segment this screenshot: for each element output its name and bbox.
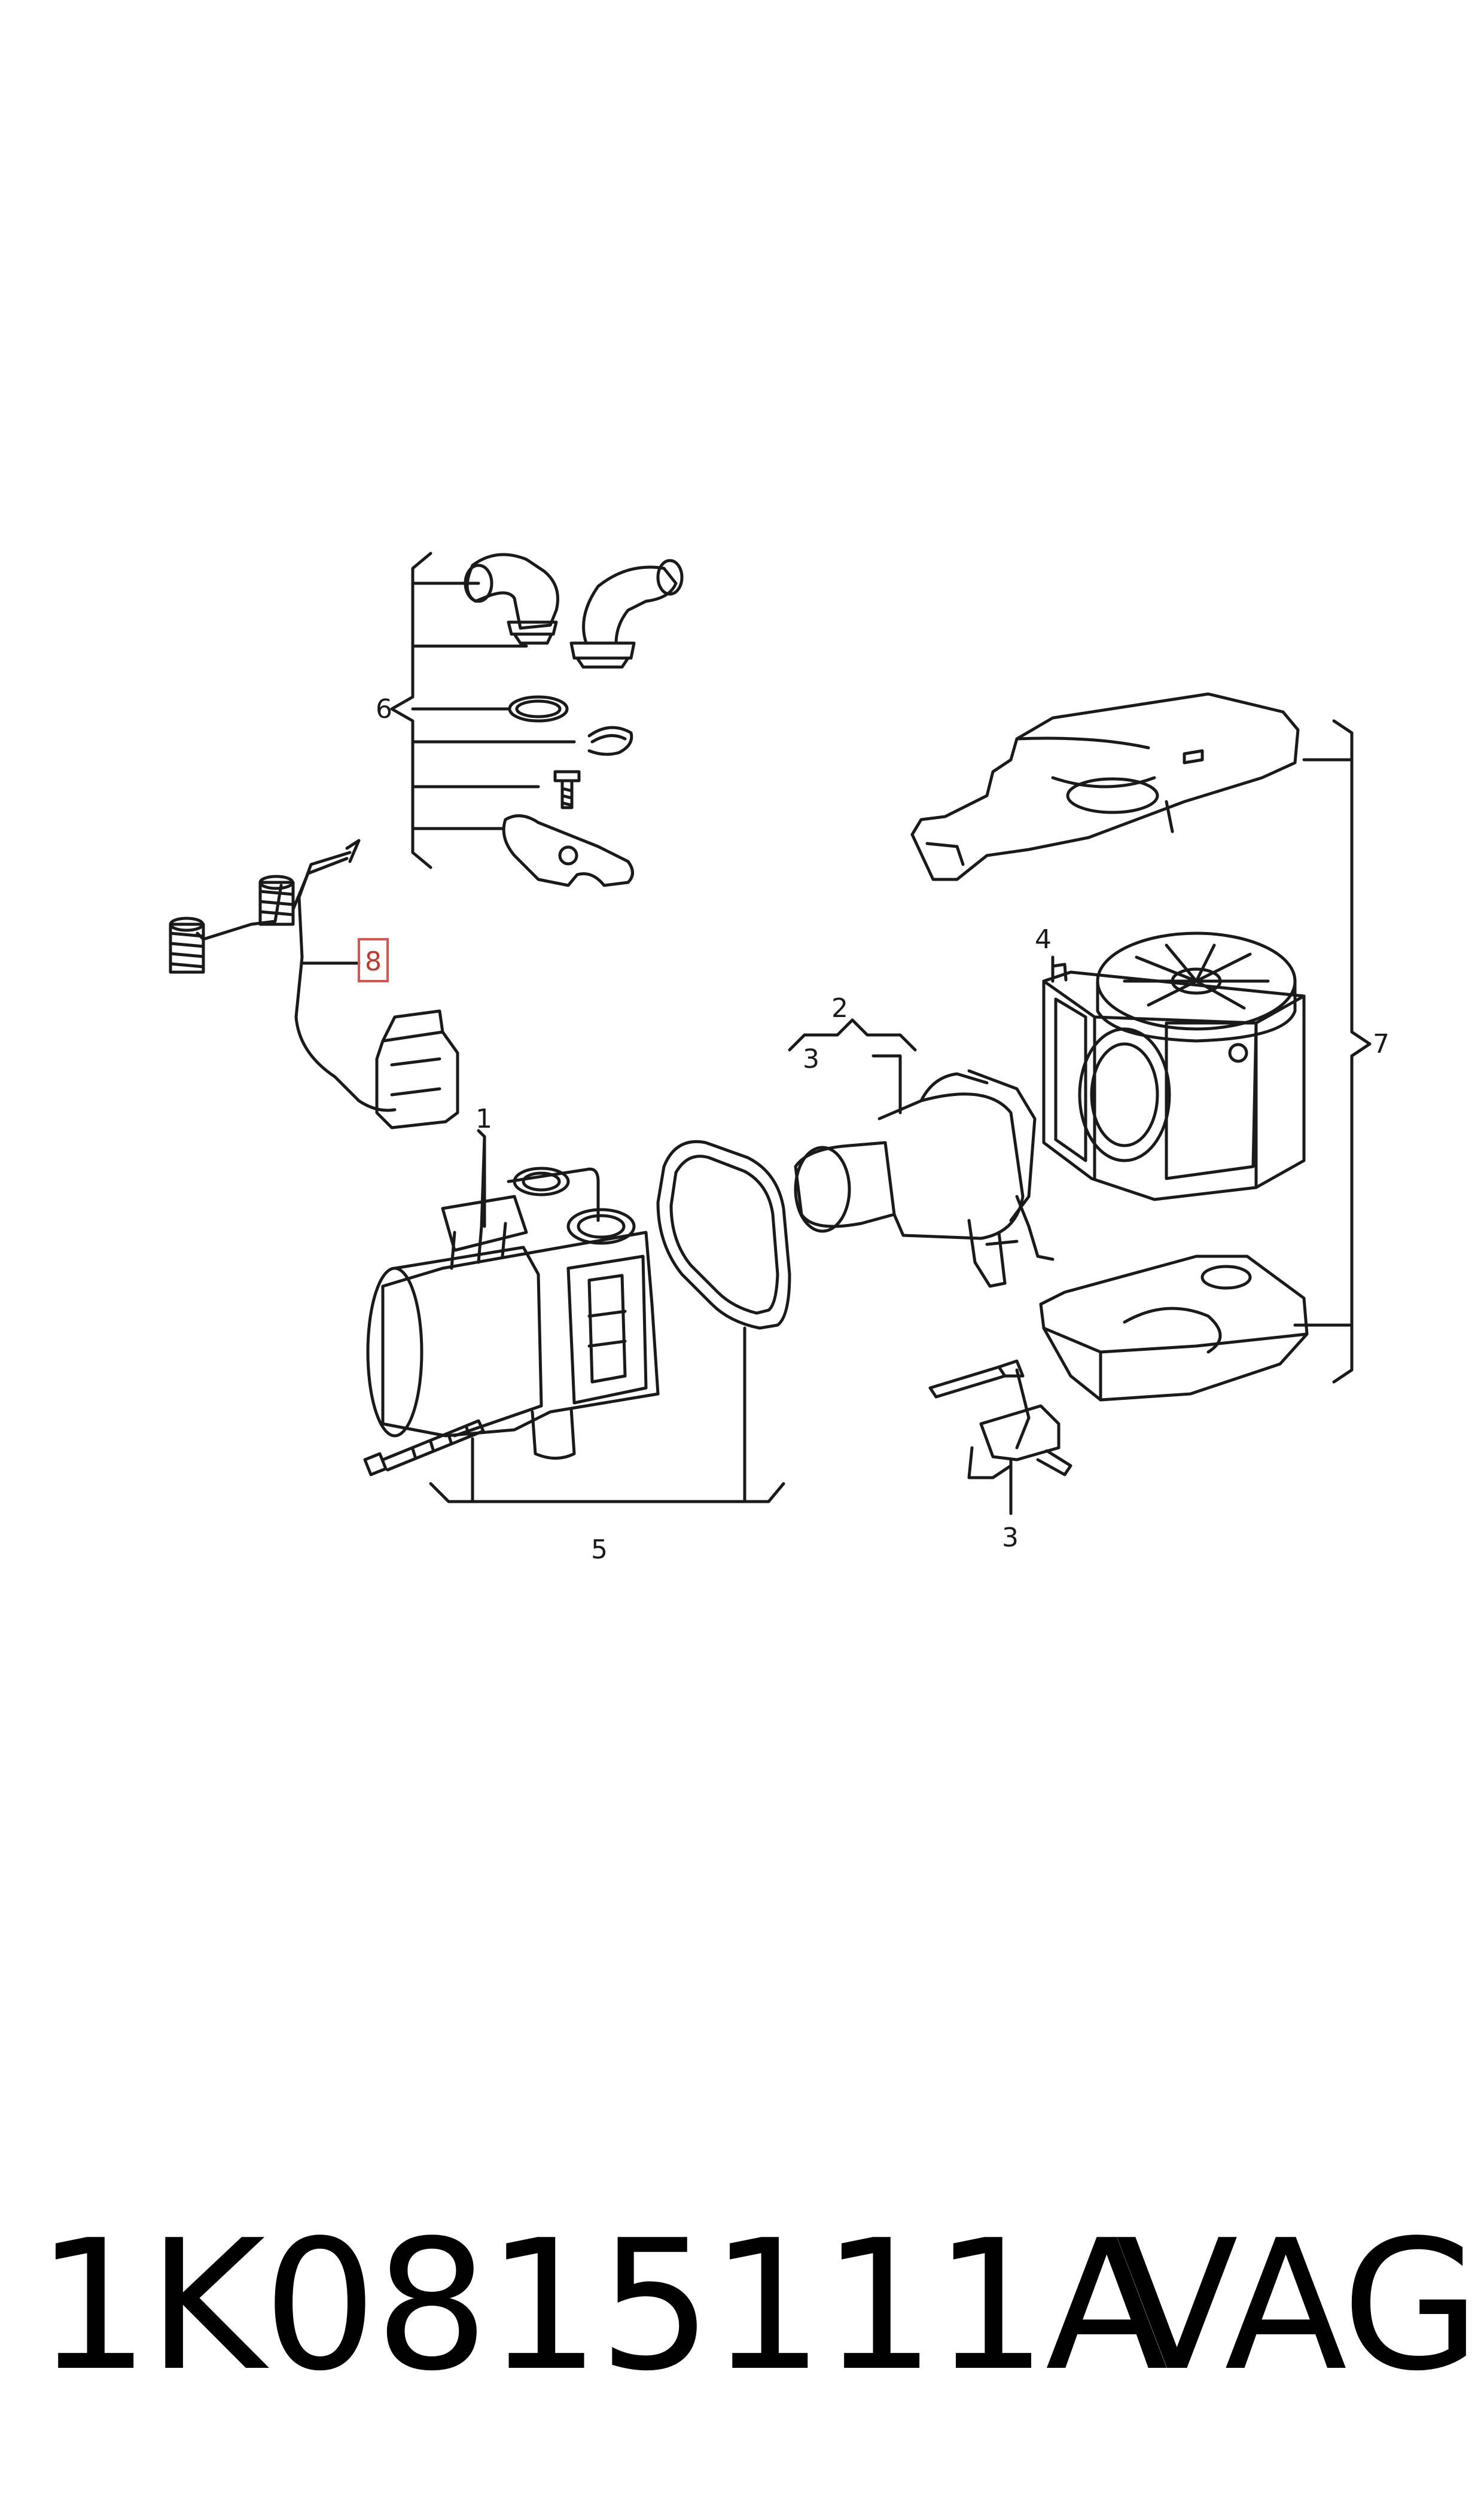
callout-8[interactable]: 8 (365, 946, 382, 977)
callout-2[interactable]: 2 (831, 993, 848, 1024)
callout-4[interactable]: 4 (1035, 924, 1052, 955)
burner-insert (794, 1069, 1055, 1288)
mounting-bolt (363, 1419, 485, 1476)
upper-cover (910, 692, 1300, 881)
highlight-box (358, 938, 389, 982)
callout-3-lower[interactable]: 3 (1002, 1523, 1019, 1553)
coolant-connector-kit (390, 552, 684, 887)
callout-3-upper[interactable]: 3 (803, 1044, 819, 1074)
lower-tray (1039, 1255, 1309, 1402)
air-blower (1042, 931, 1306, 1201)
glow-plug (928, 1359, 1072, 1515)
callout-5[interactable]: 5 (591, 1534, 608, 1565)
callout-1[interactable]: 1 (476, 1104, 492, 1134)
exploded-parts-diagram: 6 8 1 5 2 3 4 7 3 (169, 552, 1389, 1565)
part-number: 1K0815111A (36, 2202, 1168, 2410)
brand-name: VAG (1116, 2202, 1480, 2410)
gasket (656, 1140, 791, 1330)
callout-7[interactable]: 7 (1373, 1029, 1389, 1059)
callout-6: 6 (376, 694, 392, 724)
wiring-harness (169, 839, 459, 1129)
heater-body (366, 1129, 660, 1460)
